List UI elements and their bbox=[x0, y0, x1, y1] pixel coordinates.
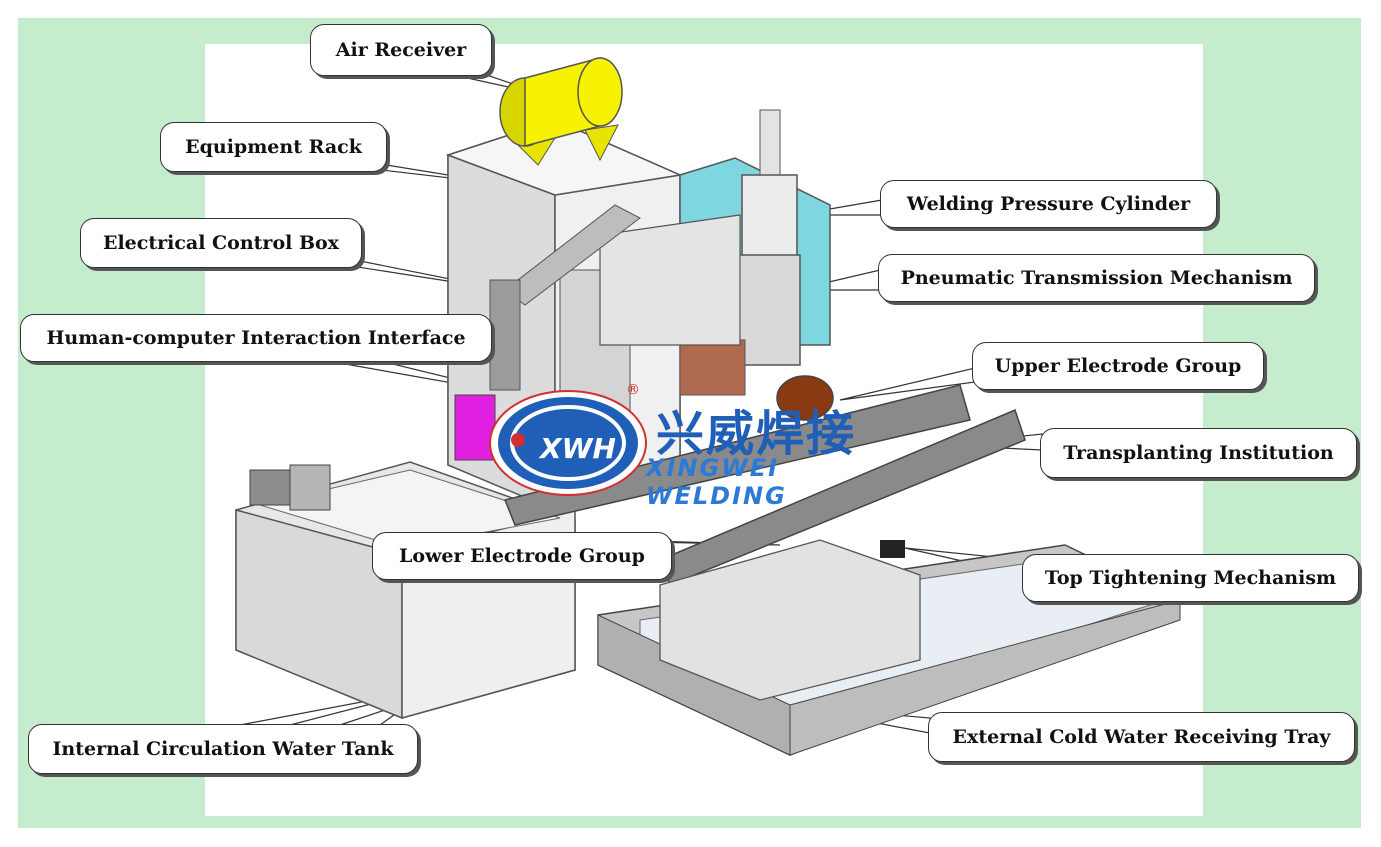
air-receiver bbox=[499, 57, 623, 166]
label-welding-pressure-cylinder: Welding Pressure Cylinder bbox=[880, 180, 1217, 228]
label-electrical-control-box: Electrical Control Box bbox=[80, 218, 362, 268]
label-equipment-rack: Equipment Rack bbox=[160, 122, 387, 172]
xingwei-logo: XWH ® 兴威焊接 XINGWEI WELDING bbox=[488, 382, 888, 510]
logo-mark: XWH bbox=[540, 432, 616, 465]
logo-emblem-icon bbox=[489, 390, 647, 496]
label-upper-electrode-group: Upper Electrode Group bbox=[972, 342, 1264, 390]
label-top-tightening-mechanism: Top Tightening Mechanism bbox=[1022, 554, 1359, 602]
label-hci-interface: Human-computer Interaction Interface bbox=[20, 314, 492, 362]
welding-head bbox=[599, 109, 834, 421]
pump-body bbox=[289, 464, 331, 511]
upper-electrode-wheel bbox=[776, 375, 834, 421]
logo-registered-mark: ® bbox=[626, 382, 640, 398]
label-pneumatic-transmission: Pneumatic Transmission Mechanism bbox=[878, 254, 1315, 302]
pump-motor bbox=[249, 469, 291, 506]
label-internal-water-tank: Internal Circulation Water Tank bbox=[28, 724, 418, 774]
label-transplanting-institution: Transplanting Institution bbox=[1040, 428, 1357, 478]
logo-english-name: XINGWEI WELDING bbox=[646, 454, 787, 510]
label-lower-electrode-group: Lower Electrode Group bbox=[372, 532, 672, 580]
label-air-receiver: Air Receiver bbox=[310, 24, 492, 76]
label-external-water-tray: External Cold Water Receiving Tray bbox=[928, 712, 1355, 762]
tightening-block bbox=[880, 540, 905, 558]
control-panel-magenta bbox=[454, 394, 496, 461]
logo-chinese-name: 兴威焊接 bbox=[656, 406, 857, 462]
robot-arm bbox=[489, 204, 641, 391]
